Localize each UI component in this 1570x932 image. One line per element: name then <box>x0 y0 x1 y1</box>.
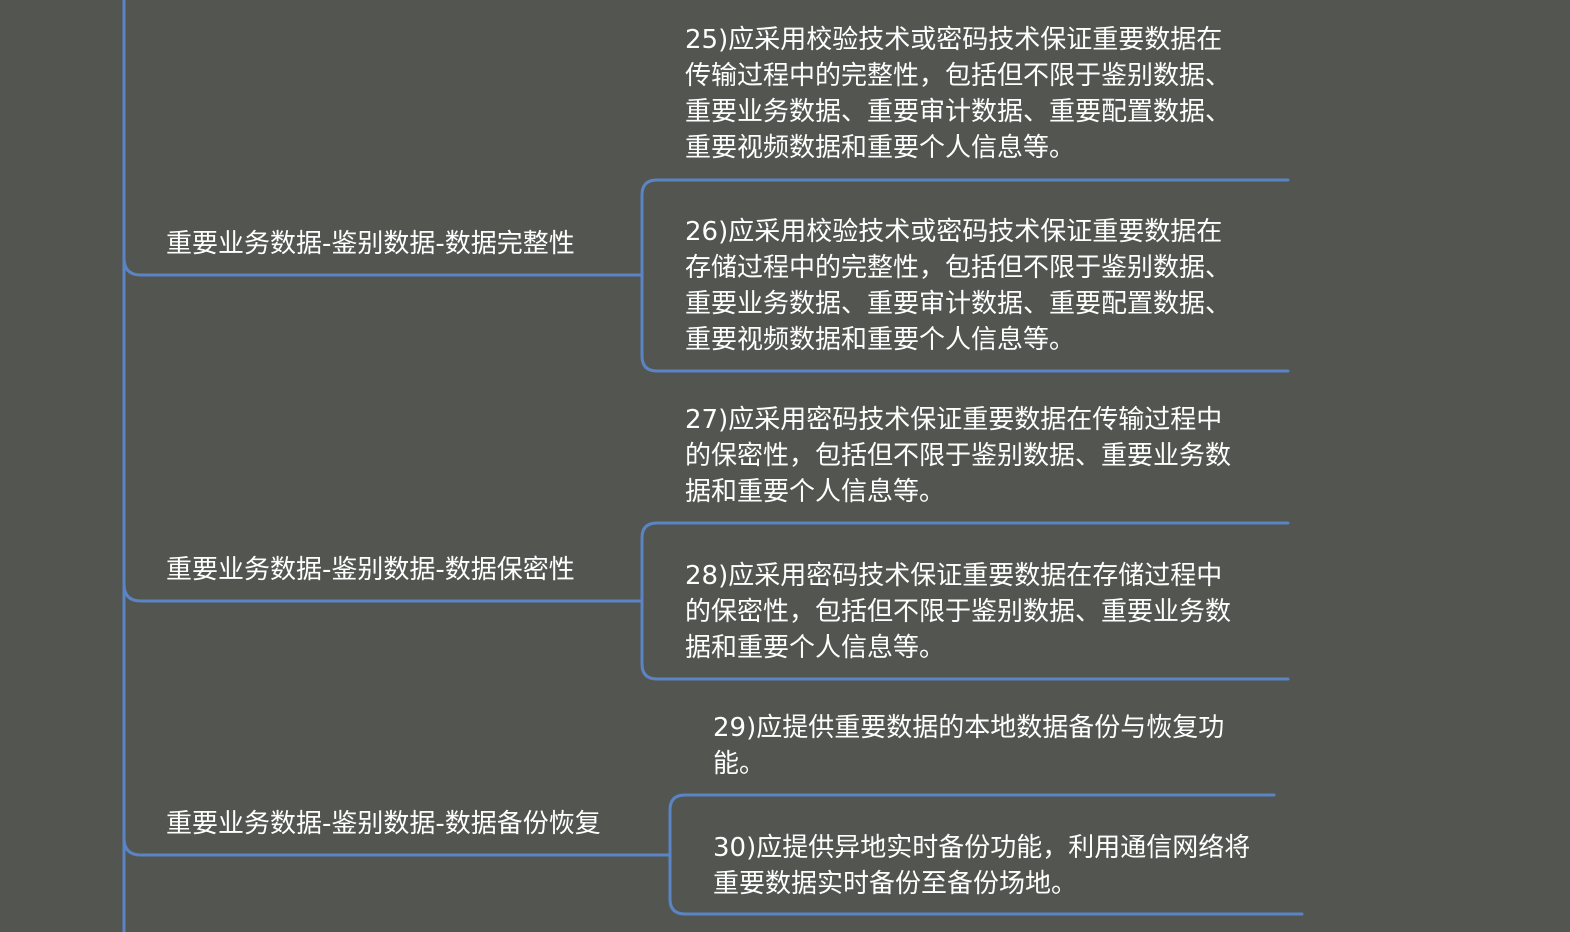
leaf-text-27[interactable]: 27)应采用密码技术保证重要数据在传输过程中 的保密性，包括但不限于鉴别数据、重… <box>685 405 1232 507</box>
branch-1-connector <box>122 256 644 277</box>
leaf-26-connector <box>640 273 1290 373</box>
leaf-27-connector <box>640 521 1290 603</box>
leaf-text-30[interactable]: 30)应提供异地实时备份功能，利用通信网络将 重要数据实时备份至备份场地。 <box>713 833 1251 899</box>
branch-3-connector <box>122 836 672 857</box>
branch-label-confidentiality[interactable]: 重要业务数据-鉴别数据-数据保密性 <box>166 555 575 585</box>
leaf-text-26[interactable]: 26)应采用校验技术或密码技术保证重要数据在 存储过程中的完整性，包括但不限于鉴… <box>685 217 1232 355</box>
branch-label-backup-recovery[interactable]: 重要业务数据-鉴别数据-数据备份恢复 <box>166 809 601 839</box>
leaf-text-29[interactable]: 29)应提供重要数据的本地数据备份与恢复功 能。 <box>713 713 1225 779</box>
leaf-30-connector <box>668 853 1304 916</box>
leaf-text-25[interactable]: 25)应采用校验技术或密码技术保证重要数据在 传输过程中的完整性，包括但不限于鉴… <box>685 25 1232 163</box>
branch-label-integrity[interactable]: 重要业务数据-鉴别数据-数据完整性 <box>166 229 575 259</box>
leaf-28-connector <box>640 599 1290 681</box>
leaf-25-connector <box>640 178 1290 277</box>
leaf-text-28[interactable]: 28)应采用密码技术保证重要数据在存储过程中 的保密性，包括但不限于鉴别数据、重… <box>685 561 1232 663</box>
leaf-29-connector <box>668 793 1276 857</box>
branch-2-connector <box>122 582 644 603</box>
